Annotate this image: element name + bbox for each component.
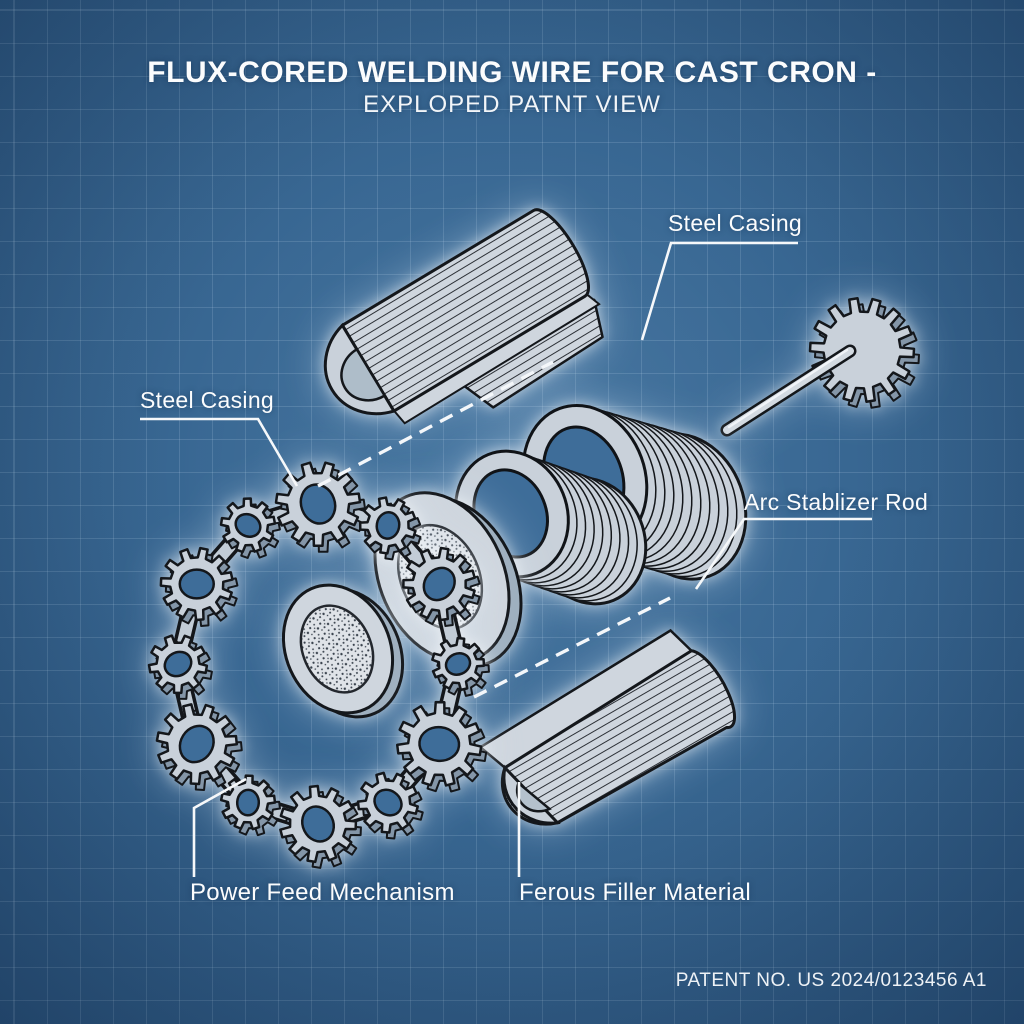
gear-hole — [178, 568, 215, 600]
top-shell-end-notch — [340, 347, 387, 402]
gear-hole — [418, 725, 461, 763]
steel-casing-top-shell — [323, 208, 604, 425]
leader-power-feed — [192, 777, 247, 877]
leader-steel-casing-left — [140, 417, 299, 487]
gear-hole — [375, 511, 401, 540]
rod-body — [723, 347, 854, 434]
gear-hole — [235, 788, 261, 817]
ferrous-filler-shell — [478, 628, 737, 826]
label-arc-stabilizer-rod: Arc Stablizer Rod — [744, 489, 929, 515]
assembly-axis-lines — [317, 360, 671, 699]
leader-steel-casing-top — [640, 241, 798, 341]
gear-hole — [299, 483, 337, 525]
disc-small-flux-core — [299, 604, 375, 694]
gear-hole — [234, 512, 262, 538]
gear-hole — [422, 566, 456, 602]
power-feed-gear-chain — [147, 461, 490, 869]
label-steel-casing-left: Steel Casing — [140, 387, 275, 413]
rod-end-gear — [808, 296, 920, 409]
gear-hole — [163, 650, 193, 678]
label-ferrous-filler-material: Ferous Filler Material — [519, 879, 751, 906]
dashed-axis-lower — [473, 596, 671, 699]
gear-hole — [178, 724, 215, 764]
patent-number: PATENT NO. US 2024/0123456 A1 — [675, 970, 987, 991]
bottom-shell-end-notch — [515, 780, 552, 813]
flux-disc-small — [281, 583, 405, 719]
leader-lines — [140, 241, 872, 877]
label-power-feed-mechanism: Power Feed Mechanism — [190, 879, 455, 906]
leader-arc-stabilizer — [694, 517, 872, 590]
gear-hole — [300, 805, 336, 843]
diagram-subtitle: EXPLOPED PATNT VIEW — [363, 91, 661, 118]
gear-hole — [373, 788, 403, 817]
diagram-title: FLUX-CORED WELDING WIRE FOR CAST CRON - — [147, 56, 877, 89]
gear — [808, 296, 916, 404]
label-steel-casing-top: Steel Casing — [668, 210, 803, 236]
arc-stabilizer-rod-group — [720, 296, 920, 437]
rod-highlight — [727, 348, 849, 429]
top-shell-body — [340, 208, 590, 413]
wire-coil-group — [454, 403, 748, 606]
bottom-shell-body — [500, 649, 737, 826]
gear-hole — [444, 652, 472, 676]
